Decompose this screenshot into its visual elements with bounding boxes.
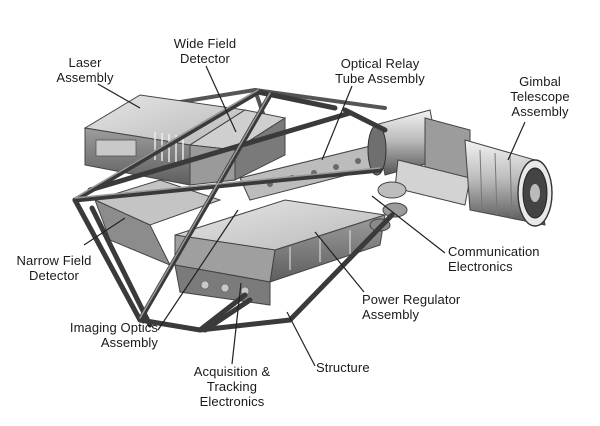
- label-line: Detector: [29, 268, 79, 283]
- label-line: Acquisition &: [193, 364, 271, 379]
- label-line: Assembly: [362, 307, 420, 322]
- label-line: Laser: [68, 55, 102, 70]
- label-line: Telescope: [510, 89, 570, 104]
- label-line: Tracking: [206, 379, 258, 394]
- leader-imaging-optics: [157, 209, 239, 331]
- label-line: Communication: [448, 244, 540, 259]
- communication-electronics-unit: [369, 181, 408, 232]
- label-acquisition-tracking-electronics: Acquisition & Tracking Electronics: [172, 364, 292, 409]
- leader-power-regulator: [314, 231, 365, 293]
- label-structure: Structure: [316, 360, 396, 375]
- label-line: Imaging Optics: [69, 320, 158, 335]
- label-wide-field-detector: Wide Field Detector: [150, 36, 260, 66]
- leader-wide-field: [205, 65, 237, 133]
- leader-structure: [286, 311, 316, 367]
- label-optical-relay-tube-assembly: Optical Relay Tube Assembly: [320, 56, 440, 86]
- label-imaging-optics-assembly: Imaging Optics Assembly: [40, 320, 158, 350]
- label-line: Narrow Field: [16, 253, 92, 268]
- leader-laser: [97, 83, 141, 109]
- label-line: Structure: [316, 360, 370, 375]
- label-line: Power Regulator: [362, 292, 461, 307]
- gimbal-telescope-unit: [367, 109, 553, 227]
- power-regulator-unit: [174, 199, 386, 283]
- label-line: Assembly: [100, 335, 158, 350]
- label-narrow-field-detector: Narrow Field Detector: [4, 253, 104, 283]
- label-line: Electronics: [199, 394, 265, 409]
- label-power-regulator-assembly: Power Regulator Assembly: [362, 292, 492, 322]
- leader-acquisition: [231, 282, 242, 365]
- label-line: Assembly: [511, 104, 569, 119]
- leader-communication: [371, 195, 446, 254]
- label-laser-assembly: Laser Assembly: [40, 55, 130, 85]
- leader-lines: [83, 65, 526, 367]
- leader-gimbal: [507, 121, 526, 161]
- structure-frame-front: [72, 89, 395, 333]
- label-line: Detector: [180, 51, 230, 66]
- label-line: Tube Assembly: [335, 71, 425, 86]
- label-line: Optical Relay: [340, 56, 420, 71]
- label-line: Assembly: [56, 70, 114, 85]
- leader-optical-relay: [321, 85, 353, 161]
- label-communication-electronics: Communication Electronics: [448, 244, 578, 274]
- label-line: Electronics: [448, 259, 513, 274]
- label-line: Gimbal: [519, 74, 561, 89]
- label-gimbal-telescope-assembly: Gimbal Telescope Assembly: [492, 74, 588, 119]
- label-line: Wide Field: [173, 36, 237, 51]
- leader-narrow-field: [83, 217, 126, 246]
